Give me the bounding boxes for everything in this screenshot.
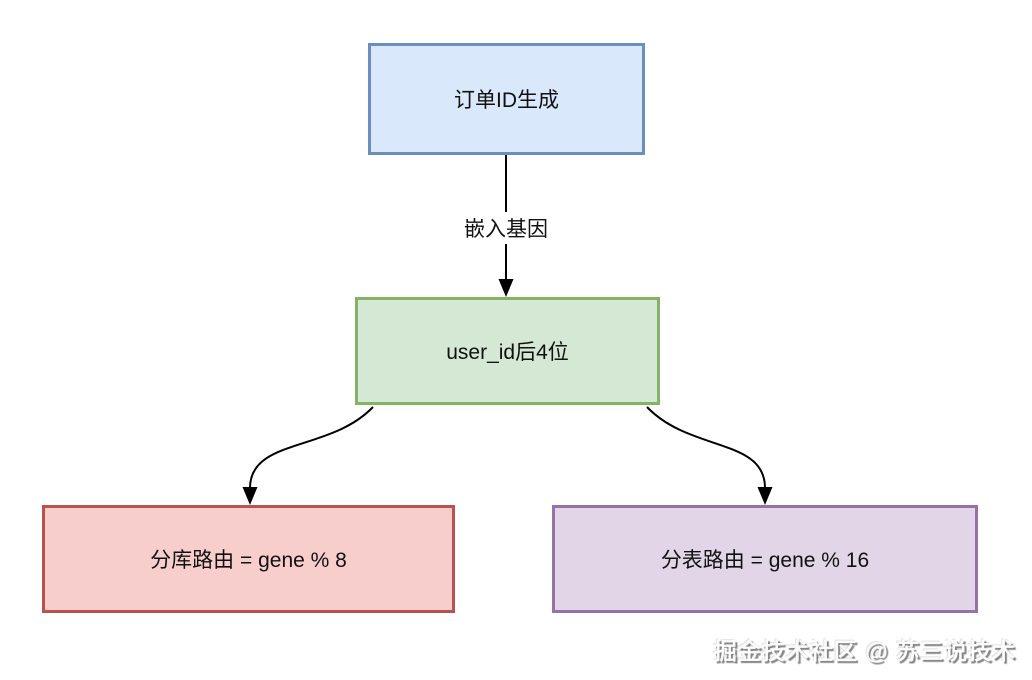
arrowhead-down-icon [498, 279, 514, 297]
edge-gene-to-db-route [249, 406, 374, 489]
node-table-routing-label: 分表路由 = gene % 16 [660, 549, 870, 572]
edge-label-embed-gene: 嵌入基因 [460, 212, 552, 244]
arrowhead-down-right-icon [757, 487, 773, 505]
node-database-routing: 分库路由 = gene % 8 [42, 505, 455, 613]
node-order-id-generation-label: 订单ID生成 [454, 89, 559, 112]
arrowhead-down-left-icon [242, 487, 258, 505]
node-table-routing: 分表路由 = gene % 16 [552, 505, 978, 613]
edge-gene-to-table-route [646, 406, 766, 489]
node-order-id-generation: 订单ID生成 [368, 43, 645, 155]
node-user-id-last-4-digits-label: user_id后4位 [446, 341, 569, 364]
node-database-routing-label: 分库路由 = gene % 8 [150, 549, 347, 572]
node-user-id-last-4-digits: user_id后4位 [355, 297, 660, 405]
watermark: 掘金技术社区 @ 苏三说技术 [713, 638, 1016, 664]
